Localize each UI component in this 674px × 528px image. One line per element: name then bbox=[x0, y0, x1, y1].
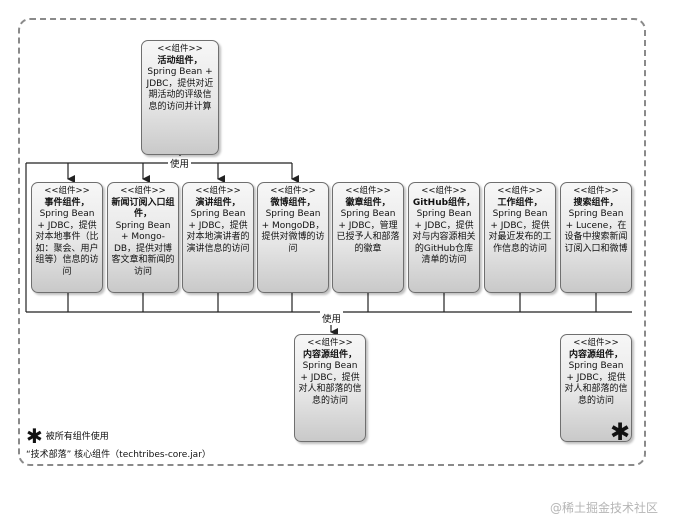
content-source-component: <<组件>> 内容源组件， Spring Bean + JDBC，提供对人和部落… bbox=[294, 334, 366, 442]
component-title: 徽章组件， bbox=[345, 197, 391, 208]
component-title: 微博组件， bbox=[270, 197, 316, 208]
stereotype: <<组件>> bbox=[421, 186, 467, 196]
legend-container: “技术部落” 核心组件（techtribes-core.jar） bbox=[26, 450, 211, 460]
stereotype: <<组件>> bbox=[573, 338, 619, 348]
component-description: Spring Bean + Lucene，在设备中搜索新闻订阅入口和微博 bbox=[564, 209, 628, 254]
github-component: <<组件>> GitHub组件， Spring Bean + JDBC，提供对与… bbox=[408, 182, 480, 293]
search-component: <<组件>> 搜索组件， Spring Bean + Lucene，在设备中搜索… bbox=[560, 182, 632, 293]
stereotype: <<组件>> bbox=[157, 44, 203, 54]
component-title: 活动组件， bbox=[157, 55, 203, 66]
component-title: 新闻订阅入口组件， bbox=[111, 197, 175, 220]
component-title: GitHub组件， bbox=[412, 197, 476, 208]
stereotype: <<组件>> bbox=[307, 338, 353, 348]
activity-component: <<组件>> 活动组件， Spring Bean + JDBC，提供对近期活动的… bbox=[141, 40, 219, 155]
stereotype: <<组件>> bbox=[44, 186, 90, 196]
stereotype: <<组件>> bbox=[497, 186, 543, 196]
star-icon: ✱ bbox=[26, 424, 43, 448]
component-description: Spring Bean + JDBC，提供对与内容源相关的GitHub仓库清单的… bbox=[412, 209, 476, 265]
tweet-component: <<组件>> 微博组件， Spring Bean + MongoDB，提供对微博… bbox=[257, 182, 329, 293]
stereotype: <<组件>> bbox=[120, 186, 166, 196]
shared-content-source-component: <<组件>> 内容源组件， Spring Bean + JDBC，提供对人和部落… bbox=[560, 334, 632, 442]
stereotype: <<组件>> bbox=[270, 186, 316, 196]
legend-shared: ✱被所有组件使用 bbox=[26, 424, 109, 448]
component-description: Spring Bean + JDBC，管理已授予人和部落的徽章 bbox=[336, 209, 400, 254]
uses-label-top: 使用 bbox=[168, 156, 192, 170]
event-component: <<组件>> 事件组件， Spring Bean + JDBC，提供对本地事件（… bbox=[31, 182, 103, 293]
stereotype: <<组件>> bbox=[345, 186, 391, 196]
component-description: Spring Bean + JDBC，提供对本地事件（比如：聚会、用户组等）信息… bbox=[35, 209, 99, 277]
component-description: Spring Bean + Mongo-DB，提供对博客文章和新闻的访问 bbox=[111, 220, 175, 277]
news-feed-component: <<组件>> 新闻订阅入口组件， Spring Bean + Mongo-DB，… bbox=[107, 182, 179, 293]
component-title: 事件组件， bbox=[44, 197, 90, 208]
component-description: Spring Bean + JDBC，提供对人和部落的信息的访问 bbox=[298, 361, 362, 406]
badge-component: <<组件>> 徽章组件， Spring Bean + JDBC，管理已授予人和部… bbox=[332, 182, 404, 293]
component-title: 内容源组件， bbox=[302, 349, 357, 360]
component-title: 搜索组件， bbox=[573, 197, 619, 208]
legend-shared-text: 被所有组件使用 bbox=[45, 432, 109, 442]
job-component: <<组件>> 工作组件， Spring Bean + JDBC，提供对最近发布的… bbox=[484, 182, 556, 293]
component-title: 演讲组件， bbox=[195, 197, 241, 208]
stereotype: <<组件>> bbox=[573, 186, 619, 196]
component-description: Spring Bean + JDBC，提供对最近发布的工作信息的访问 bbox=[488, 209, 552, 254]
component-description: Spring Bean + JDBC，提供对人和部落的信息的访问 bbox=[564, 361, 628, 406]
shared-marker-icon: ✱ bbox=[610, 418, 631, 446]
system-boundary bbox=[18, 18, 646, 466]
component-description: Spring Bean + MongoDB，提供对微博的访问 bbox=[261, 209, 325, 254]
component-description: Spring Bean + JDBC，提供对近期活动的评级信息的访问并计算 bbox=[146, 67, 214, 112]
watermark: @稀土掘金技术社区 bbox=[549, 501, 658, 515]
component-title: 内容源组件， bbox=[568, 349, 623, 360]
component-title: 工作组件， bbox=[497, 197, 543, 208]
talk-component: <<组件>> 演讲组件， Spring Bean + JDBC，提供对本地演讲者… bbox=[182, 182, 254, 293]
stereotype: <<组件>> bbox=[195, 186, 241, 196]
uses-label-bottom: 使用 bbox=[320, 311, 344, 325]
component-description: Spring Bean + JDBC，提供对本地演讲者的演讲信息的访问 bbox=[186, 209, 250, 254]
